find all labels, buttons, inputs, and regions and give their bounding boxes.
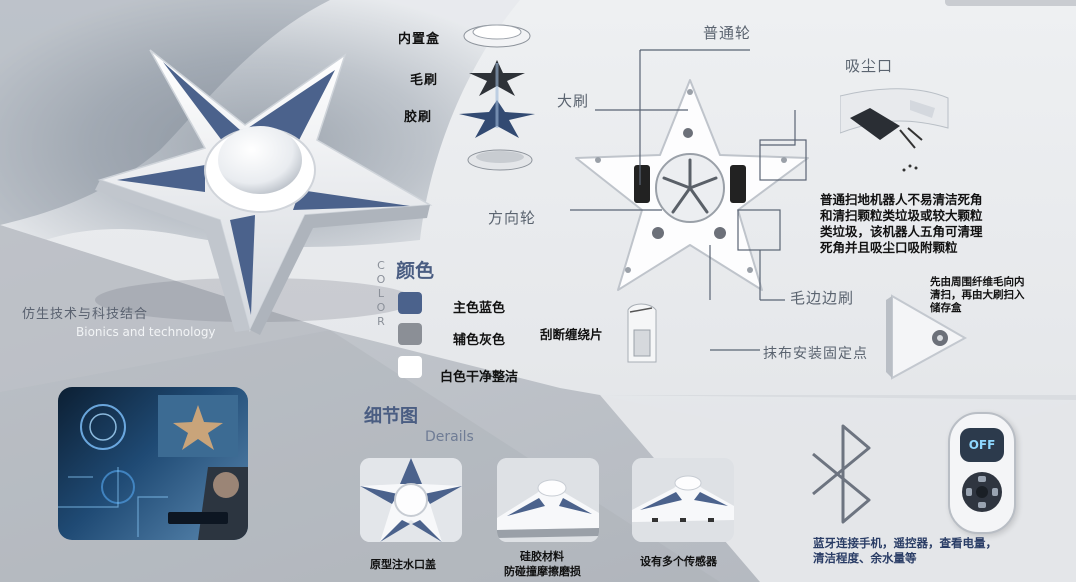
label-edge-brush: 毛边边刷: [790, 289, 855, 307]
bluetooth-description-line: 清洁程度、余水量等: [813, 551, 917, 565]
detail-caption-3: 设有多个传感器: [640, 555, 717, 568]
brush-description: 先由周围纤维毛向内 清扫，再由大刷扫入 储存盒: [930, 276, 1025, 315]
color-title: 颜色: [396, 260, 435, 282]
detail-thumb-2: [497, 458, 599, 542]
label-suction-port: 吸尘口: [845, 57, 894, 75]
label-steer-wheel: 方向轮: [488, 209, 537, 227]
big-brush-callout-line: [595, 109, 688, 111]
label-secondary-grey: 辅色灰色: [453, 333, 506, 348]
detail-caption-2b: 防碰撞摩擦磨损: [504, 565, 581, 578]
detail-thumb-3: [632, 458, 734, 542]
exploded-view: [459, 24, 535, 171]
detail-thumb-1: [360, 458, 462, 542]
robot-bottom-view: [570, 50, 809, 300]
mop-mount-callout-line: [710, 349, 760, 351]
main-description-line: 类垃圾，该机器人五角可清理: [820, 224, 983, 239]
bluetooth-icon: [812, 424, 871, 524]
label-white-clean: 白色干净整洁: [440, 370, 519, 385]
bluetooth-description: 蓝牙连接手机，遥控器，查看电量， 清洁程度、余水量等: [813, 536, 997, 566]
right-arrow-icon[interactable]: [992, 488, 998, 496]
details-title-en: Derails: [425, 429, 474, 445]
detail-image-1: [360, 458, 462, 542]
label-common-wheel: 普通轮: [703, 24, 752, 42]
remote-display: OFF: [960, 428, 1004, 462]
label-primary-blue: 主色蓝色: [453, 301, 506, 316]
detail-image-2: [497, 458, 599, 542]
label-mop-mount: 抹布安装固定点: [763, 346, 868, 362]
main-description-line: 普通扫地机器人不易清洁死角: [820, 192, 983, 207]
swatch-grey: [398, 323, 422, 345]
main-description: 普通扫地机器人不易清洁死角 和清扫颗粒类垃圾或较大颗粒 类垃圾，该机器人五角可清…: [820, 192, 1050, 256]
bluetooth-description-line: 蓝牙连接手机，遥控器，查看电量，: [813, 536, 997, 550]
color-vertical-en: COLOR: [376, 259, 386, 329]
bionics-tech-image: [58, 387, 248, 540]
suction-port-image: [840, 88, 949, 172]
color-vertical-text: COLOR: [376, 259, 386, 328]
remote-control: OFF: [948, 412, 1016, 534]
robot-star-hero: [95, 49, 433, 335]
brush-description-line: 先由周围纤维毛向内: [930, 276, 1025, 288]
brush-description-line: 储存盒: [930, 302, 962, 314]
label-inner-box: 内置盒: [398, 32, 441, 47]
label-rubber-brush: 胶刷: [404, 110, 433, 125]
corner-brush-image: [886, 294, 968, 380]
label-hair-brush: 毛刷: [410, 73, 439, 88]
details-title-cn: 细节图: [364, 406, 418, 427]
bionics-subtitle-cn: 仿生技术与科技结合: [22, 307, 149, 322]
main-description-line: 死角并且吸尘口吸附颗粒: [820, 240, 958, 255]
down-arrow-icon[interactable]: [978, 502, 986, 508]
swatch-blue: [398, 292, 422, 314]
swatch-white: [398, 356, 422, 378]
bionics-subtitle-en: Bionics and technology: [76, 325, 216, 339]
label-scraper: 刮断缠绕片: [540, 327, 603, 342]
detail-image-3: [632, 458, 734, 542]
ok-button[interactable]: [976, 486, 988, 498]
tech-collage: [58, 395, 248, 540]
label-big-brush: 大刷: [557, 92, 590, 110]
wheel-callout-line: [640, 49, 750, 52]
up-arrow-icon[interactable]: [978, 476, 986, 482]
remote-dpad[interactable]: [962, 472, 1002, 512]
detail-caption-1: 原型注水口盖: [370, 558, 436, 571]
edge-brush-callout-line: [760, 299, 785, 301]
brush-description-line: 清扫，再由大刷扫入: [930, 289, 1025, 301]
scraper-image: [627, 303, 657, 363]
main-description-line: 和清扫颗粒类垃圾或较大颗粒: [820, 208, 983, 223]
left-arrow-icon[interactable]: [966, 488, 972, 496]
detail-caption-2a: 硅胶材料: [520, 550, 564, 563]
